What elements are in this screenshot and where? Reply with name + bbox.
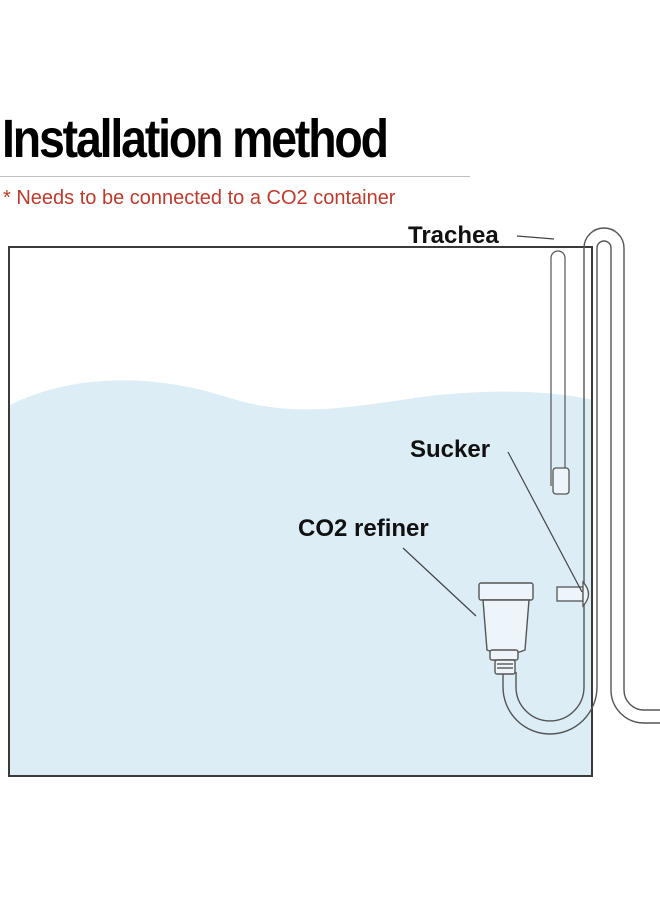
trachea-label: Trachea — [408, 222, 499, 249]
trachea-leader — [516, 235, 555, 240]
tube-upper-end — [550, 250, 566, 486]
sucker-leader — [507, 451, 583, 593]
title-divider — [0, 176, 470, 177]
aquarium-tank — [8, 246, 593, 777]
co2-refiner-label: CO2 refiner — [298, 515, 429, 542]
connection-note: * Needs to be connected to a CO2 contain… — [3, 187, 396, 209]
aquarium-water — [10, 380, 592, 776]
co2-refiner — [478, 582, 534, 675]
page-title: Installation method — [2, 109, 389, 169]
sucker — [556, 580, 590, 608]
tube-clip — [552, 467, 570, 495]
sucker-label: Sucker — [410, 436, 490, 463]
trachea-tube — [502, 227, 660, 735]
refiner-leader — [402, 547, 477, 617]
